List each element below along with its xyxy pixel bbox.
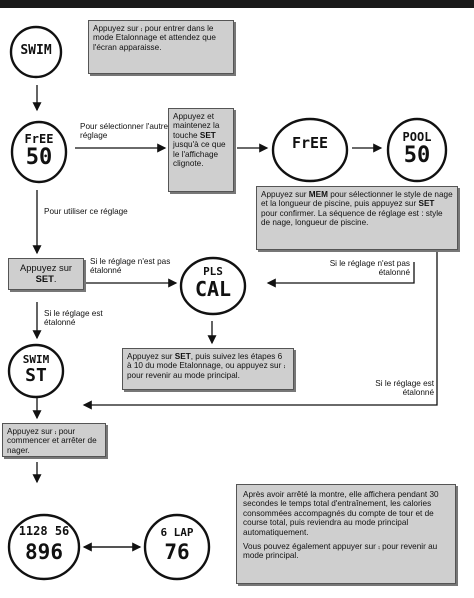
instruction-mem-select: Appuyez sur MEM pour sélectionner le sty… bbox=[256, 186, 458, 250]
instruction-after-stop: Après avoir arrêté la montre, elle affic… bbox=[236, 484, 456, 584]
button-glyph-icon: ⨾ bbox=[140, 24, 143, 33]
watch-swim-st-line2: ST bbox=[25, 365, 47, 386]
watch-pool50-line1: POOL bbox=[402, 130, 432, 144]
button-glyph-icon: ⨾ bbox=[283, 361, 286, 371]
watch-time-line1: 1128 56 bbox=[18, 524, 70, 538]
button-glyph-icon: ⨾ bbox=[378, 542, 380, 552]
label-use-setting: Pour utiliser ce réglage bbox=[44, 207, 128, 216]
top-bar bbox=[0, 0, 474, 8]
watch-lap: 6 LAP 76 bbox=[142, 512, 212, 582]
watch-lap-line2: 76 bbox=[164, 540, 190, 564]
watch-cal-line2: CAL bbox=[194, 277, 232, 301]
watch-lap-line1: 6 LAP bbox=[160, 526, 194, 539]
label-not-calibrated-left: Si le réglage n'est pas étalonné bbox=[90, 257, 171, 276]
watch-swim: SWIM bbox=[8, 24, 64, 80]
label-select-other: Pour sélectionner l'autre réglage bbox=[80, 122, 169, 141]
watch-free50-line1: FrEE bbox=[24, 132, 54, 146]
label-not-calibrated-right: Si le réglage n'est pas étalonné bbox=[329, 259, 410, 278]
label-calibrated-left: Si le réglage est étalonné bbox=[44, 309, 103, 328]
label-calibrated-right: Si le réglage est étalonné bbox=[375, 379, 434, 398]
instruction-hold-set: Appuyez et maintenez la touche SET jusqu… bbox=[168, 108, 234, 192]
instruction-enter-calibration: Appuyez sur ⨾ pour entrer dans le mode E… bbox=[88, 20, 234, 74]
watch-pool50-line2: 50 bbox=[403, 143, 431, 168]
instruction-press-set: Appuyez sur SET. bbox=[8, 258, 84, 290]
watch-free50: FrEE 50 bbox=[10, 120, 68, 184]
watch-free-line1: FrEE bbox=[291, 134, 329, 152]
watch-cal-line1: PLS bbox=[203, 265, 223, 278]
watch-free50-line2: 50 bbox=[25, 145, 53, 170]
watch-pool50: POOL 50 bbox=[385, 116, 449, 184]
watch-cal: PLS CAL bbox=[178, 255, 248, 317]
watch-swim-st: SWIM ST bbox=[6, 343, 66, 399]
instruction-start-stop: Appuyez sur ⨾ pour commencer et arrêter … bbox=[2, 423, 106, 457]
watch-free: FrEE bbox=[270, 116, 350, 184]
watch-time: 1128 56 896 bbox=[6, 512, 82, 582]
watch-swim-st-line1: SWIM bbox=[22, 353, 50, 366]
button-glyph-icon: ⨾ bbox=[54, 427, 57, 436]
watch-swim-line1: SWIM bbox=[20, 43, 52, 58]
watch-time-line2: 896 bbox=[25, 540, 63, 564]
instruction-calibration-steps: Appuyez sur SET, puis suivez les étapes … bbox=[122, 348, 294, 390]
